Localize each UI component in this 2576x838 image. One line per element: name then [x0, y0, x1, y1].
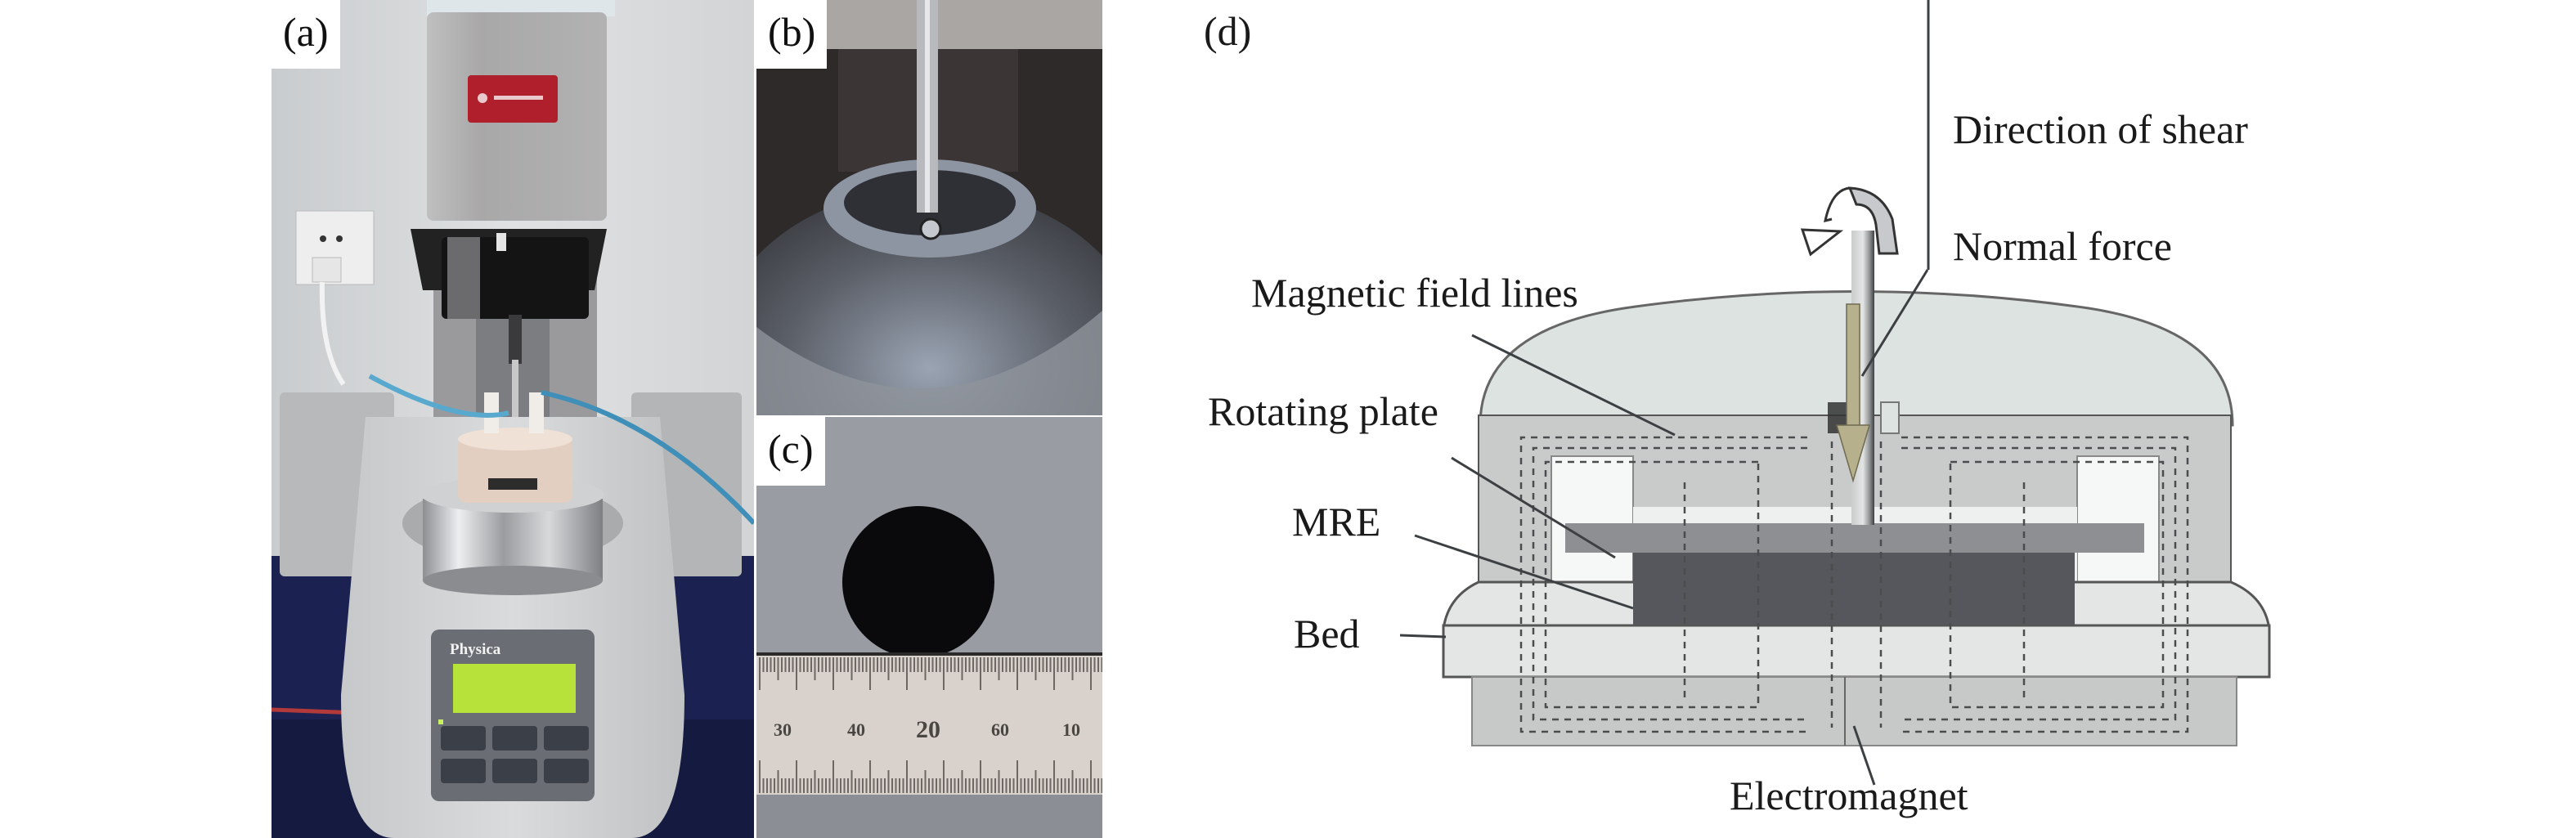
magnetic-field-lines: [1519, 436, 2189, 733]
mre-sample-photo: 30 40 20 60 10: [756, 417, 1102, 838]
mre-sample-disc: [842, 506, 994, 658]
ruler-number: 60: [991, 719, 1009, 740]
rheometer-photo: Physica: [272, 0, 754, 838]
ruler-number: 20: [916, 716, 940, 743]
brand-label: Physica: [450, 641, 501, 658]
parallel-plate-closeup: [756, 0, 1102, 415]
mre-rheometer-schematic: (d): [1204, 0, 2271, 818]
label-electromagnet: Electromagnet: [1730, 773, 1968, 818]
label-mre: MRE: [1292, 499, 1380, 544]
bed: [1442, 624, 2271, 679]
shear-direction-arrow: [1800, 186, 1899, 257]
mre-sample: [1633, 553, 2075, 625]
ruler-number: 40: [847, 719, 865, 740]
label-rotating-plate: Rotating plate: [1208, 388, 1438, 434]
panel-d-diagram: (d): [1169, 0, 2576, 838]
panel-a-label: (a): [272, 0, 340, 69]
label-direction-of-shear: Direction of shear: [1953, 106, 2248, 152]
panel-c-label: (c): [756, 417, 825, 486]
panel-b-photo: (b): [756, 0, 1102, 415]
electromagnet-lower-body: [1471, 676, 2237, 746]
rotating-plate: [1565, 523, 2144, 553]
label-normal-force: Normal force: [1953, 223, 2172, 269]
ruler-number: 30: [774, 719, 792, 740]
panel-d-label: (d): [1204, 8, 1251, 54]
label-magnetic-field-lines: Magnetic field lines: [1251, 270, 1578, 316]
panel-b-label: (b): [756, 0, 828, 69]
panel-c-photo: 30 40 20 60 10 (c): [756, 417, 1102, 838]
normal-force-arrow: [1835, 303, 1871, 483]
ruler-number: 10: [1062, 719, 1080, 740]
label-bed: Bed: [1294, 611, 1360, 657]
panel-a-photo: Physica (a): [272, 0, 754, 838]
